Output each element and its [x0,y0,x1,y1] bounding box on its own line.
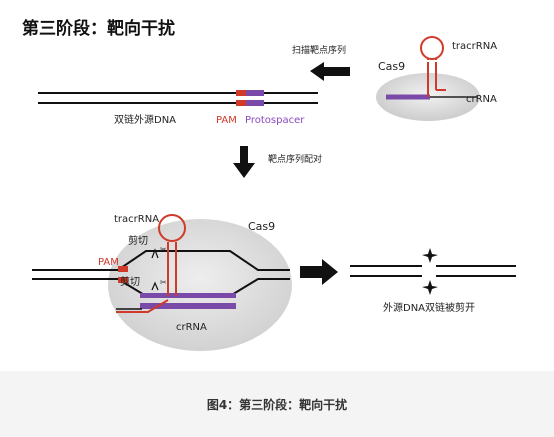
scan-arrow [310,62,350,81]
cas9-label-top: Cas9 [378,60,405,73]
tracrrna-stem-bottom [167,242,177,296]
cut-star-top [422,248,438,263]
pam-label-top: PAM [216,115,237,126]
protospacer-bottom [140,293,236,298]
tracrrna-tail-bottom [116,299,169,313]
pairing-label: 靶点序列配对 [268,153,322,165]
stage-heading: 第三阶段：靶向干扰 [22,18,175,39]
dna-upper-bottom [32,250,290,271]
cut-label-bottom: 剪切 [120,275,140,288]
scan-label: 扫描靶点序列 [292,44,346,56]
cut-star-bottom [422,280,438,295]
pam-label-bottom: PAM [98,257,119,268]
pam-box-lower [236,100,246,106]
svg-text:✂: ✂ [160,245,167,254]
pairing-arrow [233,146,255,178]
cut-marker-top [151,248,159,259]
protospacer-label: Protospacer [245,115,305,126]
pam-box-upper-bottom [118,266,128,272]
crrna-label-bottom: crRNA [176,322,207,333]
result-label: 外源DNA双链被剪开 [383,301,475,314]
tracrrna-stem-top [427,62,437,97]
tracrrna-label-top: tracrRNA [452,41,497,52]
cas9-label-bottom: Cas9 [248,220,275,233]
crrna-label-top: crRNA [466,94,497,105]
protospacer-upper [246,90,264,96]
figure-caption: 图4：第三阶段：靶向干扰 [206,398,348,412]
protospacer-lower [246,100,264,106]
tracrrna-loop-top [420,36,444,60]
dna-label: 双链外源DNA [114,113,176,126]
svg-text:✂: ✂ [160,278,167,287]
result-arrow [300,259,338,285]
cut-marker-bottom [151,281,159,291]
cut-label-top: 剪切 [128,234,148,247]
pam-box-upper [236,90,246,96]
crrna-spacer-bottom [140,303,236,309]
tracrrna-label-bottom: tracrRNA [114,214,159,225]
caption-band [0,371,554,437]
tracrrna-loop-bottom [158,214,186,242]
pam-box-lower-bottom [118,277,128,283]
